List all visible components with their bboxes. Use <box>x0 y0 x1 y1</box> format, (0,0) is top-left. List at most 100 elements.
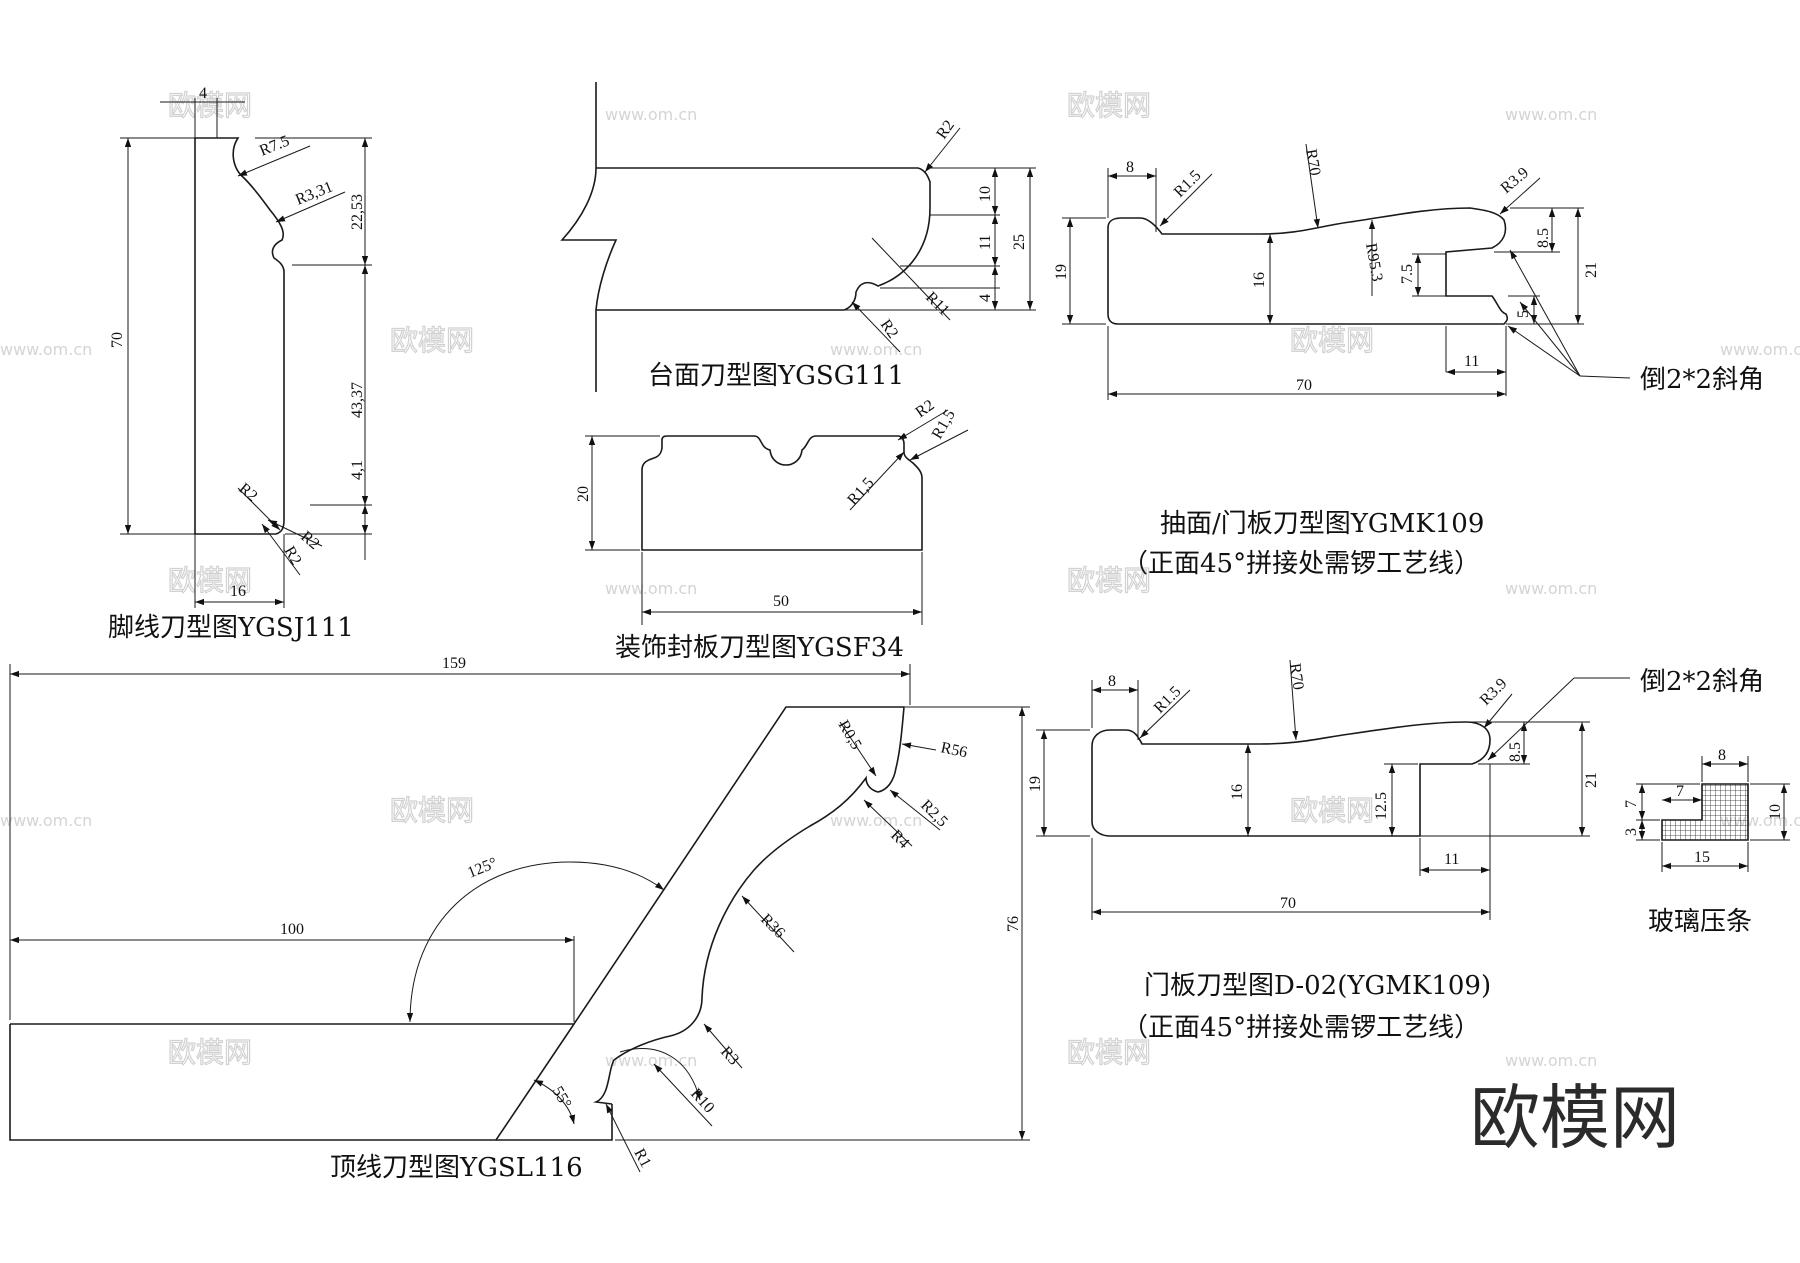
profile-outline <box>560 82 618 392</box>
dim-radius: R2 <box>933 117 958 142</box>
caption-ygsf34: 装饰封板刀型图YGSF34 <box>615 633 904 663</box>
profile-outline <box>10 706 905 1105</box>
watermark-brand: 欧模网 <box>1290 794 1374 827</box>
dim-height: 19 <box>1053 264 1070 280</box>
watermark-url: www.om.cn <box>605 1051 697 1070</box>
dim-segment: 12.5 <box>1373 792 1390 820</box>
dim-radius: R2 <box>297 528 322 553</box>
profile-outline <box>194 137 285 535</box>
dim-height: 10 <box>1767 804 1784 820</box>
note-chamfer: 倒2*2斜角 <box>1640 667 1764 697</box>
dim-radius: R2 <box>877 317 902 342</box>
watermark-layer: 欧模网 欧模网 欧模网 欧模网 欧模网 欧模网 欧模网 欧模网 欧模网 欧模网 … <box>0 88 1800 1070</box>
dim-segment: 7 <box>1676 783 1684 800</box>
watermark-brand: 欧模网 <box>1067 89 1151 122</box>
dim-radius: R70 <box>1286 662 1307 691</box>
dim-width: 15 <box>1694 849 1710 866</box>
watermark-url: www.om.cn <box>1720 340 1800 359</box>
profile-outline <box>1091 721 1491 837</box>
watermark-brand: 欧模网 <box>390 794 474 827</box>
profile-ygsf34: 20 50 R2 R1,5 R1,5 装饰封板刀型图YGSF34 <box>575 397 969 663</box>
dim-width-bottom: 16 <box>230 583 246 600</box>
dim-radius: R95.3 <box>1362 242 1385 283</box>
dim-radius: R56 <box>939 739 969 761</box>
watermark-url: www.om.cn <box>830 340 922 359</box>
dim-segment: 5 <box>1515 310 1532 318</box>
caption-ygsj111: 脚线刀型图YGSJ111 <box>108 613 354 643</box>
watermark-url: www.om.cn <box>1505 1051 1597 1070</box>
watermark-url: www.om.cn <box>605 105 697 124</box>
profile-ygsl116: 159 76 100 125° 55° R0,5 R56 R2,5 R4 R36… <box>9 655 1030 1183</box>
dim-width: 70 <box>1296 377 1312 394</box>
dim-segment: 11 <box>977 235 994 250</box>
watermark-url: www.om.cn <box>830 811 922 830</box>
dim-segment: 8 <box>1108 673 1116 690</box>
dim-radius: R1.5 <box>1171 167 1205 201</box>
dim-height: 19 <box>1027 776 1044 792</box>
dim-radius: R36 <box>757 911 788 942</box>
caption-glass-bead: 玻璃压条 <box>1648 907 1752 937</box>
dim-segment: 10 <box>977 186 994 202</box>
dim-segment: 4 <box>977 294 994 302</box>
dim-width-total: 159 <box>442 655 466 672</box>
dim-segment: 11 <box>1464 353 1479 370</box>
dim-width-top: 4 <box>199 85 207 102</box>
dim-segment: 8 <box>1126 159 1134 176</box>
dim-segment: 8 <box>1718 747 1726 764</box>
dim-segment: 8.5 <box>1507 742 1524 762</box>
dim-segment: 16 <box>1229 784 1246 800</box>
watermark-url: www.om.cn <box>0 811 92 830</box>
dim-radius: R11 <box>922 289 952 319</box>
dim-radius: R2 <box>235 480 260 505</box>
watermark-url: www.om.cn <box>1505 579 1597 598</box>
dim-radius: R10 <box>687 1085 717 1116</box>
dim-width: 70 <box>1280 895 1296 912</box>
profile-outline <box>641 435 923 551</box>
note-chamfer: 倒2*2斜角 <box>1640 365 1764 395</box>
dim-height-total: 76 <box>1005 916 1022 932</box>
dim-height: 21 <box>1583 772 1600 788</box>
dim-height: 20 <box>575 486 592 502</box>
dim-segment: 7 <box>1623 800 1640 808</box>
profile-glass-bead: 8 7 7 3 10 15 玻璃压条 <box>1623 747 1790 937</box>
caption-d02-note: （正面45°拼接处需锣工艺线） <box>1122 1013 1480 1043</box>
dim-segment: 11 <box>1444 851 1459 868</box>
watermark-url: www.om.cn <box>605 579 697 598</box>
watermark-url: www.om.cn <box>1505 105 1597 124</box>
profile-ygmk109: 8 R1.5 R70 R3.9 19 16 R95.3 7.5 8.5 21 <box>1053 143 1764 579</box>
site-logo: 欧模网 <box>1470 1077 1680 1159</box>
watermark-brand: 欧模网 <box>168 564 252 597</box>
profile-ygsj111: 4 R7.5 R3,31 22,53 43,37 4,1 70 R2 R2 R2 <box>108 85 372 643</box>
watermark-brand: 欧模网 <box>1067 1036 1151 1069</box>
dim-segment: 22,53 <box>349 194 366 230</box>
watermark-brand: 欧模网 <box>1067 564 1151 597</box>
profile-ygsg111: R2 10 25 11 4 R11 R2 台面刀型图YGSG111 <box>560 82 1036 392</box>
dim-radius: R1,5 <box>844 475 877 509</box>
caption-d02: 门板刀型图D-02(YGMK109) <box>1144 971 1491 1001</box>
watermark-brand: 欧模网 <box>168 1036 252 1069</box>
profile-outline <box>1661 783 1749 841</box>
watermark-brand: 欧模网 <box>1290 324 1374 357</box>
dim-segment: 8.5 <box>1535 228 1552 248</box>
caption-ygmk109: 抽面/门板刀型图YGMK109 <box>1160 509 1484 539</box>
dim-height-total: 25 <box>1011 234 1028 250</box>
watermark-url: www.om.cn <box>0 340 92 359</box>
dim-radius: R1.5 <box>1151 683 1185 717</box>
watermark-brand: 欧模网 <box>168 89 252 122</box>
profile-outline <box>1107 207 1509 325</box>
dim-segment: 3 <box>1623 828 1640 836</box>
profile-outline <box>596 167 931 311</box>
caption-ygsl116: 顶线刀型图YGSL116 <box>330 1153 583 1183</box>
dim-angle: 55° <box>549 1084 575 1112</box>
dim-radius: R3 <box>717 1043 742 1068</box>
dim-segment: 16 <box>1251 272 1268 288</box>
dim-radius: R1 <box>630 1146 654 1170</box>
dim-radius: R3,31 <box>293 178 335 208</box>
dim-radius: R3.9 <box>1477 675 1511 709</box>
dim-height: 21 <box>1583 262 1600 278</box>
dim-length: 100 <box>280 921 304 938</box>
dim-radius: R2 <box>913 397 938 422</box>
dim-radius: R4 <box>887 827 912 852</box>
dim-radius: R3.9 <box>1498 164 1532 197</box>
